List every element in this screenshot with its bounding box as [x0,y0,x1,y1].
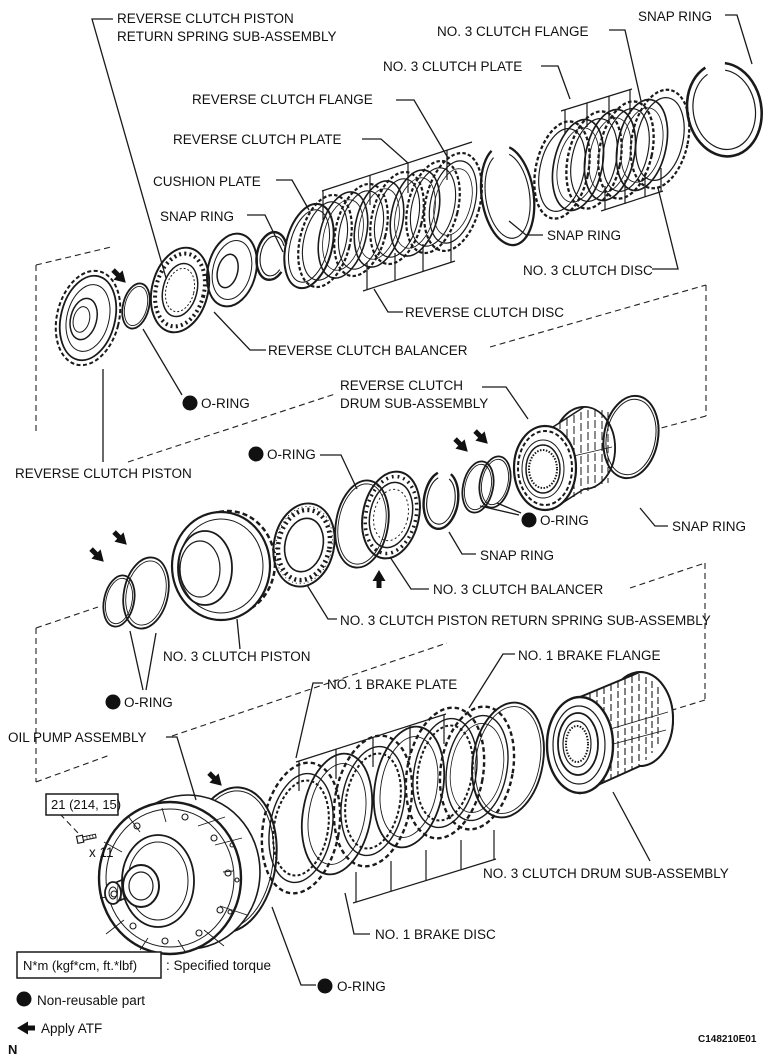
label-reverse-clutch-disc: REVERSE CLUTCH DISC [405,305,564,320]
no3-return-spring-part [272,502,336,588]
snap-ring-part-mid [479,146,536,247]
non-reusable-bullet-icon [317,978,333,994]
legend-apply-atf: Apply ATF [41,1021,102,1036]
atf-arrow-icon [86,544,109,567]
label-oil-pump-assembly: OIL PUMP ASSEMBLY [8,730,147,745]
reverse-clutch-flange-part [423,151,483,253]
no1-brake-pack [250,700,496,901]
label-no3-clutch-balancer: NO. 3 CLUTCH BALANCER [433,582,604,597]
label-reverse-clutch-plate: REVERSE CLUTCH PLATE [173,132,342,147]
label-cushion-plate: CUSHION PLATE [153,174,261,189]
snap-ring-part-center [422,471,460,530]
label-o-ring-3: O-RING [540,513,589,528]
legend-torque-desc: : Specified torque [166,958,271,973]
no3-clutch-piston-part [170,509,277,622]
reverse-clutch-balancer-part [206,232,258,308]
label-no1-brake-plate: NO. 1 BRAKE PLATE [327,677,457,692]
o-ring-part-large [334,479,390,569]
torque-unit-box [16,951,162,979]
label-no3-piston-return-spring: NO. 3 CLUTCH PISTON RETURN SPRING SUB-AS… [340,613,711,628]
label-o-ring-1: O-RING [201,396,250,411]
atf-arrow-icon [109,527,132,550]
atf-arrow-icon [108,265,131,288]
label-no1-brake-disc: NO. 1 BRAKE DISC [375,927,496,942]
label-no1-brake-flange: NO. 1 BRAKE FLANGE [518,648,661,663]
atf-arrow-icon [204,768,227,791]
label-o-ring-5: O-RING [337,979,386,994]
figure-code: C148210E01 [698,1034,757,1045]
atf-arrow-icon [450,434,473,457]
o-ring-pair-left [102,556,170,630]
label-no3-clutch-drum: NO. 3 CLUTCH DRUM SUB-ASSEMBLY [483,866,729,881]
snap-ring-part-top-right [685,61,763,158]
label-no3-clutch-flange: NO. 3 CLUTCH FLANGE [437,24,589,39]
label-reverse-clutch-piston-return-spring-line1: REVERSE CLUTCH PISTON [117,11,294,26]
grouping-dashed-lines [35,246,707,783]
apply-atf-arrow-icon [17,1021,35,1035]
non-reusable-bullet-icon [16,991,32,1007]
label-o-ring-2: O-RING [267,447,316,462]
label-snap-ring-top-right: SNAP RING [638,9,712,24]
label-reverse-clutch-drum-line1: REVERSE CLUTCH [340,378,463,393]
reverse-clutch-drum-part [512,406,616,512]
torque-callout: 21 (214, 15) x 11 [45,793,121,860]
label-o-ring-4: O-RING [124,695,173,710]
bracket-rails-top [321,88,664,292]
reverse-return-spring-part [149,246,211,334]
reverse-clutch-piston-part [54,269,122,367]
page-marker: N [8,1042,17,1057]
reverse-clutch-pack [288,154,470,294]
no1-brake-rear-ring [471,701,545,819]
snap-ring-part-right [602,394,660,480]
label-no3-clutch-plate: NO. 3 CLUTCH PLATE [383,59,522,74]
label-reverse-clutch-piston: REVERSE CLUTCH PISTON [15,466,192,481]
non-reusable-bullet-icon [248,446,264,462]
non-reusable-bullet-icon [521,512,537,528]
bolt-count: x 11 [89,845,114,860]
no3-clutch-flange-part [629,88,691,190]
legend-torque-unit: N*m (kgf*cm, ft.*lbf) [23,958,137,973]
o-ring-pair-mid [461,455,512,514]
atf-arrow-icon [372,570,386,588]
oil-pump-part [97,794,261,956]
non-reusable-bullet-icon [105,694,121,710]
label-no3-clutch-disc: NO. 3 CLUTCH DISC [523,263,653,278]
torque-value: 21 (214, 15) [51,797,121,812]
part-labels: REVERSE CLUTCH PISTON RETURN SPRING SUB-… [8,9,746,994]
snap-ring-part-1 [255,231,288,281]
legend-non-reusable: Non-reusable part [37,993,145,1008]
label-snap-ring-upper-left: SNAP RING [160,209,234,224]
bolt-part [75,833,97,845]
no1-brake-flange-part [438,705,516,831]
bracket-rails-bottom [295,713,497,904]
label-no3-clutch-piston: NO. 3 CLUTCH PISTON [163,649,311,664]
label-snap-ring-right: SNAP RING [672,519,746,534]
label-snap-ring-mid: SNAP RING [547,228,621,243]
atf-arrow-icon [470,426,493,449]
non-reusable-bullet-icon [182,395,198,411]
label-reverse-clutch-piston-return-spring-line2: RETURN SPRING SUB-ASSEMBLY [117,29,337,44]
label-snap-ring-center: SNAP RING [480,548,554,563]
label-reverse-clutch-balancer: REVERSE CLUTCH BALANCER [268,343,468,358]
non-reusable-bullet-icons [105,395,537,994]
bolt-dashed-leader [59,813,81,836]
label-reverse-clutch-drum-line2: DRUM SUB-ASSEMBLY [340,396,488,411]
legend: N*m (kgf*cm, ft.*lbf) : Specified torque… [8,951,757,1057]
leader-lines [91,14,753,986]
label-reverse-clutch-flange: REVERSE CLUTCH FLANGE [192,92,373,107]
no3-clutch-pack [524,93,677,225]
no3-clutch-drum-part [545,670,674,795]
o-ring-part-1 [121,282,151,330]
